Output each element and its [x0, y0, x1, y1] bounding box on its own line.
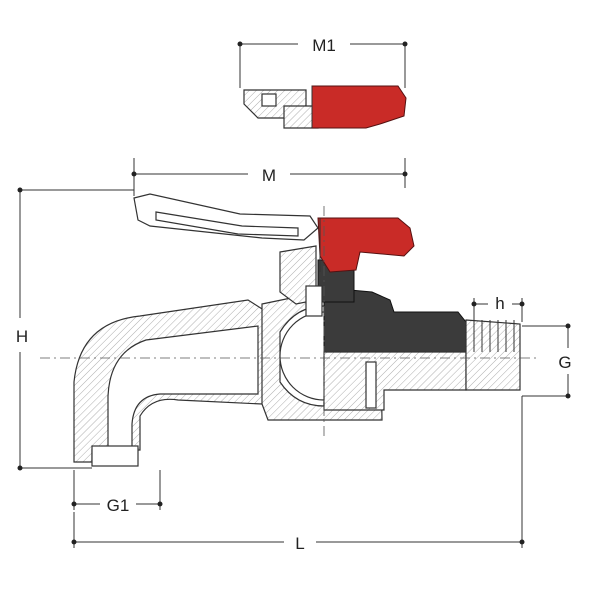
- handle-detail-view: [243, 85, 407, 129]
- label-g1: G1: [107, 496, 130, 515]
- dimension-m: M: [131, 158, 408, 196]
- label-m: M: [262, 166, 276, 185]
- dimension-m1: M1: [237, 36, 408, 88]
- dimension-h-lower: h: [471, 294, 525, 322]
- label-g: G: [558, 353, 571, 372]
- label-m1: M1: [312, 36, 336, 55]
- dimension-l: L: [71, 396, 525, 553]
- dimension-g1: G1: [71, 470, 163, 515]
- label-h-upper: H: [16, 327, 28, 346]
- label-h-lower: h: [495, 294, 504, 313]
- dimension-h-upper: H: [16, 187, 134, 471]
- valve-body: [73, 193, 521, 467]
- label-l: L: [295, 534, 304, 553]
- center-lines: [40, 206, 540, 440]
- dimension-g: G: [522, 323, 572, 399]
